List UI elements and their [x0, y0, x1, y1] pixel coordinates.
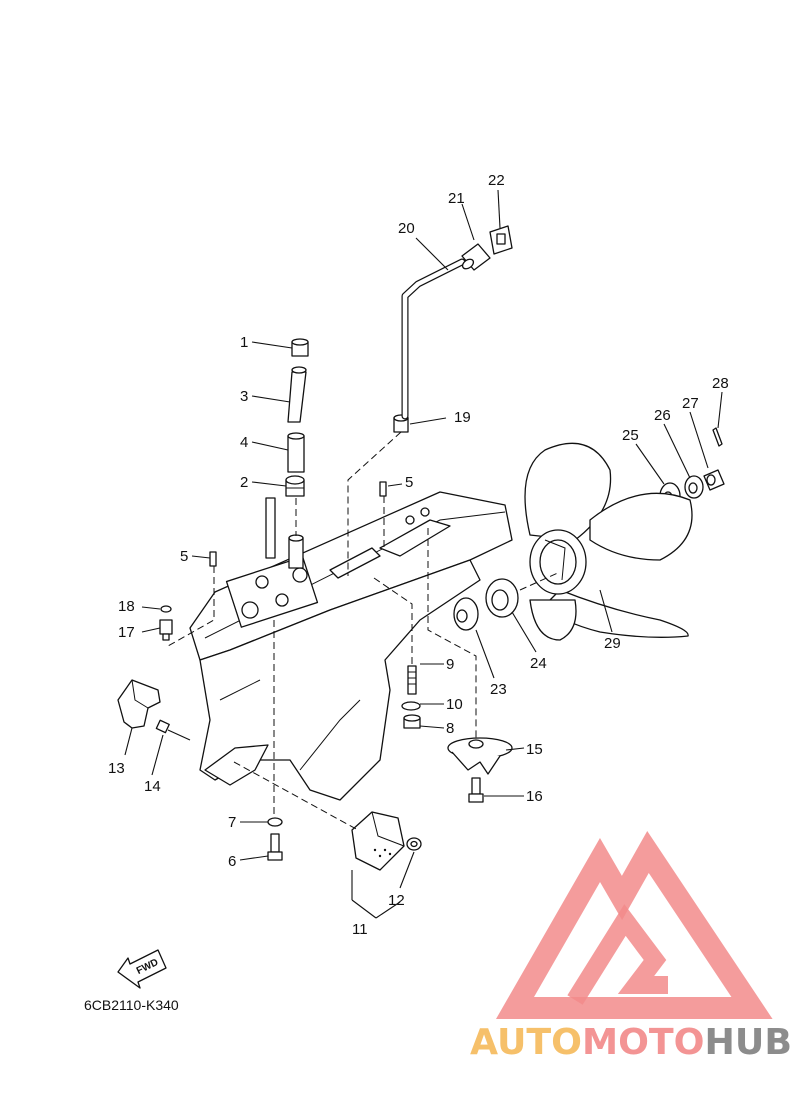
- label-part-28: 28: [712, 375, 729, 392]
- part-15-anode: [447, 737, 513, 775]
- part-16-bolt: [468, 777, 484, 803]
- label-part-16: 16: [526, 788, 543, 805]
- label-part-11: 11: [352, 921, 368, 938]
- label-part-21: 21: [448, 190, 465, 207]
- diagram-code: 6CB2110-K340: [84, 997, 179, 1013]
- part-19-grommet: [393, 414, 409, 433]
- label-part-6: 6: [228, 853, 236, 870]
- label-part-2: 2: [240, 474, 248, 491]
- watermark-logo: [495, 831, 773, 1019]
- label-part-27: 27: [682, 395, 699, 412]
- part-11-anode: [351, 811, 405, 871]
- label-part-17: 17: [118, 624, 135, 641]
- part-12-nut: [406, 837, 422, 851]
- part-7-washer: [267, 817, 283, 827]
- label-part-12: 12: [388, 892, 405, 909]
- label-part-14: 14: [144, 778, 161, 795]
- part-labels: 1 2 3 4 5 5 6 7 8 9 10 11 12 13 14 15 16…: [108, 172, 729, 938]
- fwd-arrow-icon: FWD: [117, 949, 167, 989]
- part-21-sleeve: [461, 243, 491, 271]
- alignment-lines: [167, 431, 561, 831]
- part-18-o-ring: [160, 605, 172, 613]
- part-27-nut: [703, 469, 725, 491]
- part-26-washer: [684, 475, 704, 499]
- part-8-nut: [403, 714, 421, 729]
- part-29-propeller: [524, 442, 693, 641]
- label-part-8: 8: [446, 720, 454, 737]
- watermark-text: AUTOMOTOHUB: [470, 1022, 792, 1063]
- watermark-moto: MOTO: [582, 1022, 705, 1063]
- part-17-plug: [159, 619, 173, 641]
- label-part-23: 23: [490, 681, 507, 698]
- part-23-spacer: [453, 597, 479, 631]
- part-24-washer: [485, 578, 519, 618]
- label-part-7: 7: [228, 814, 236, 831]
- label-part-15: 15: [526, 741, 543, 758]
- label-part-19: 19: [454, 409, 471, 426]
- label-part-4: 4: [240, 434, 248, 451]
- part-5-dowel-pin: [209, 481, 387, 567]
- label-part-25: 25: [622, 427, 639, 444]
- label-part-5a: 5: [180, 548, 188, 565]
- label-part-20: 20: [398, 220, 415, 237]
- label-part-5b: 5: [405, 474, 413, 491]
- label-part-22: 22: [488, 172, 505, 189]
- part-22-holder: [489, 225, 513, 255]
- label-part-18: 18: [118, 598, 135, 615]
- part-3-hose: [287, 366, 307, 423]
- label-part-26: 26: [654, 407, 671, 424]
- leader-lines: [124, 189, 723, 919]
- part-9-stud: [407, 665, 417, 695]
- label-part-29: 29: [604, 635, 621, 652]
- label-part-3: 3: [240, 388, 248, 405]
- label-part-9: 9: [446, 656, 454, 673]
- watermark-hub: HUB: [705, 1022, 792, 1063]
- part-4-tube: [287, 432, 305, 473]
- label-part-1: 1: [240, 334, 248, 351]
- part-2-seal: [285, 475, 305, 497]
- part-13-cover: [117, 679, 161, 729]
- part-6-bolt: [267, 833, 283, 861]
- label-part-13: 13: [108, 760, 125, 777]
- part-14-bolt: [155, 719, 191, 741]
- watermark-auto: AUTO: [470, 1022, 582, 1063]
- label-part-24: 24: [530, 655, 547, 672]
- label-part-10: 10: [446, 696, 463, 713]
- part-10-washer: [401, 701, 421, 711]
- part-1-grommet: [291, 338, 309, 357]
- lower-casing: [189, 491, 513, 801]
- part-28-cotter-pin: [712, 427, 723, 447]
